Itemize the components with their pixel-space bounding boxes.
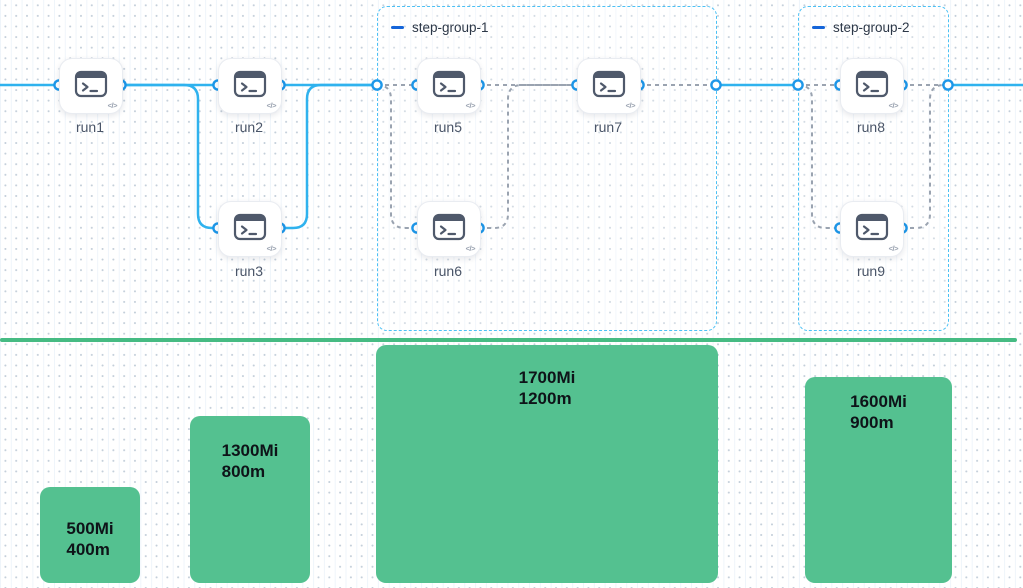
minus-icon[interactable] <box>812 26 825 29</box>
resource-bar-4: 1600Mi 900m <box>805 377 952 583</box>
node-run2[interactable]: </> <box>218 58 282 114</box>
port[interactable] <box>371 79 383 91</box>
edge-group2-run9 <box>797 84 840 229</box>
terminal-icon <box>855 70 889 98</box>
edge-run6-run7 <box>479 84 577 229</box>
bar-label-block: 500Mi 400m <box>66 487 113 583</box>
resource-bar-1: 500Mi 400m <box>40 487 140 583</box>
node-run5[interactable]: </> <box>417 58 481 114</box>
step-group-2-container[interactable]: step-group-2 <box>798 6 949 331</box>
group-title: step-group-1 <box>412 20 489 35</box>
node-run3[interactable]: </> <box>218 201 282 257</box>
node-label: run8 <box>856 119 886 135</box>
code-icon: </> <box>465 101 476 110</box>
code-icon: </> <box>888 244 899 253</box>
edge-run3-group1 <box>280 83 377 230</box>
step-group-2-header: step-group-2 <box>812 20 910 35</box>
code-icon: </> <box>888 101 899 110</box>
resource-section-divider <box>0 338 1017 342</box>
resource-bar-2: 1300Mi 800m <box>190 416 310 583</box>
edge-run1-run3 <box>121 83 218 230</box>
port[interactable] <box>792 79 804 91</box>
code-icon: </> <box>625 101 636 110</box>
node-run6[interactable]: </> <box>417 201 481 257</box>
node-label: run5 <box>433 119 463 135</box>
port[interactable] <box>710 79 722 91</box>
node-label: run2 <box>234 119 264 135</box>
code-icon: </> <box>266 244 277 253</box>
node-run9[interactable]: </> <box>840 201 904 257</box>
terminal-icon <box>233 213 267 241</box>
bar-memory-label: 500Mi <box>66 519 114 538</box>
step-group-1-header: step-group-1 <box>391 20 489 35</box>
terminal-icon <box>74 70 108 98</box>
resource-bar-3: 1700Mi 1200m <box>376 345 718 583</box>
bar-cpu-label: 400m <box>66 540 110 559</box>
code-icon: </> <box>266 101 277 110</box>
bar-cpu-label: 900m <box>850 413 894 432</box>
node-label: run7 <box>593 119 623 135</box>
bar-memory-label: 1700Mi <box>518 368 576 387</box>
bar-memory-label: 1300Mi <box>221 441 279 460</box>
terminal-icon <box>432 213 466 241</box>
port[interactable] <box>942 79 954 91</box>
node-label: run6 <box>433 263 463 279</box>
terminal-icon <box>432 70 466 98</box>
bar-cpu-label: 1200m <box>518 389 572 408</box>
bar-memory-label: 1600Mi <box>850 392 907 411</box>
code-icon: </> <box>107 101 118 110</box>
node-run1[interactable]: </> <box>59 58 123 114</box>
node-label: run9 <box>856 263 886 279</box>
node-run7[interactable]: </> <box>577 58 641 114</box>
bar-label-block: 1700Mi 1200m <box>519 345 576 583</box>
node-label: run1 <box>75 119 105 135</box>
edge-run9-exit <box>902 84 948 229</box>
group-title: step-group-2 <box>833 20 910 35</box>
code-icon: </> <box>465 244 476 253</box>
terminal-icon <box>233 70 267 98</box>
edge-group1-run6 <box>376 84 417 229</box>
minus-icon[interactable] <box>391 26 404 29</box>
bar-label-block: 1300Mi 800m <box>222 416 279 583</box>
bar-cpu-label: 800m <box>221 462 266 481</box>
node-run8[interactable]: </> <box>840 58 904 114</box>
node-label: run3 <box>234 263 264 279</box>
bar-label-block: 1600Mi 900m <box>850 377 907 583</box>
terminal-icon <box>855 213 889 241</box>
terminal-icon <box>592 70 626 98</box>
